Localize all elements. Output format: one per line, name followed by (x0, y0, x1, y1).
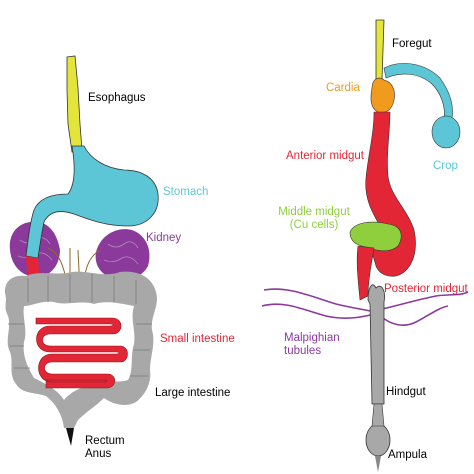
label-posterior-midgut: Posterior midgut (384, 283, 468, 295)
label-crop: Crop (433, 160, 458, 172)
label-malpighian: Malpighian (284, 332, 340, 344)
human-large-intestine (4, 271, 157, 428)
fly-foregut (375, 19, 385, 81)
fly-malpighian-tubules (261, 288, 469, 326)
label-cardia: Cardia (326, 82, 360, 94)
fly-cardia (370, 77, 395, 113)
large-intestine-haustra (8, 274, 152, 377)
human-anus (66, 428, 74, 446)
fly-hindgut (367, 284, 385, 405)
label-rectum: Rectum (85, 435, 125, 447)
fly-ampula (365, 423, 391, 457)
label-kidney: Kidney (146, 232, 182, 244)
label-hindgut: Hindgut (386, 386, 426, 398)
label-foregut: Foregut (392, 38, 432, 50)
label-ampula: Ampula (388, 449, 427, 461)
label-anterior-midgut: Anterior midgut (286, 150, 364, 162)
human-esophagus (66, 55, 83, 153)
label-middle-midgut-cu: (Cu cells) (289, 219, 339, 231)
label-stomach: Stomach (163, 186, 209, 198)
human-stomach (25, 145, 159, 259)
label-middle-midgut: Middle midgut (278, 206, 350, 218)
fly-crop (431, 115, 461, 149)
fly-middle-midgut (349, 221, 402, 252)
kidney-right (95, 229, 150, 280)
fly-anterior-midgut (365, 111, 416, 277)
human-small-intestine (35, 317, 128, 389)
fly-ampula-neck (371, 403, 385, 427)
label-anus: Anus (85, 448, 112, 460)
fly-anus-tip (375, 456, 381, 472)
label-small-intestine: Small intestine (160, 333, 235, 345)
label-large-intestine: Large intestine (155, 387, 231, 399)
label-esophagus: Esophagus (88, 92, 146, 104)
label-tubules: tubules (284, 345, 322, 357)
